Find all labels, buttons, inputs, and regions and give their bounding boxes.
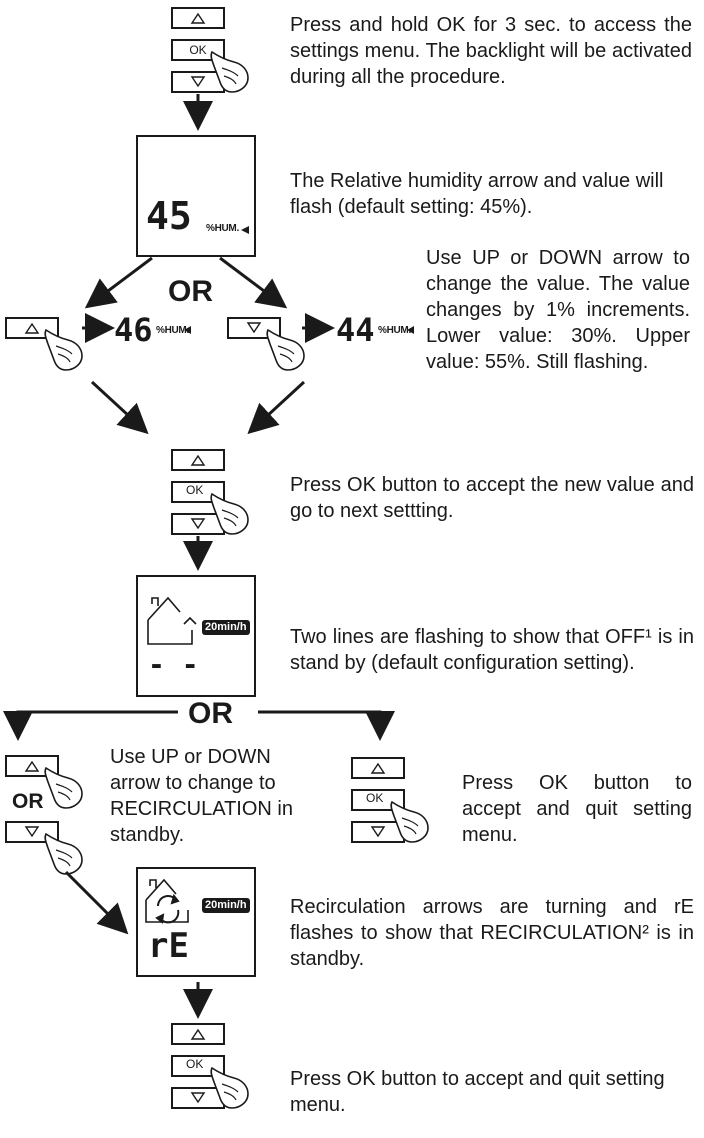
bracket-left — [3, 710, 178, 741]
step-recirc-flash: Recirculation arrows are turning and rE … — [290, 896, 694, 970]
button-column-right — [351, 757, 429, 843]
step-press-ok-quit-final: Press OK button to accept and quit setti… — [290, 1068, 665, 1116]
arrow-merge-right — [247, 380, 306, 435]
triangle-pointer-icon — [241, 226, 249, 234]
hand-icon — [44, 329, 83, 371]
button-column-2 — [171, 449, 249, 535]
humidity-value: 45 — [146, 194, 192, 238]
lcd-display-2 — [136, 575, 256, 697]
bracket-right — [258, 710, 395, 741]
hand-icon — [44, 767, 83, 809]
button-column-1: OK — [171, 7, 249, 93]
lcd-display-1 — [136, 135, 256, 257]
arrow-split-right — [219, 256, 288, 309]
ok-label-1: OK — [189, 43, 206, 57]
house-icon — [147, 596, 197, 645]
arrow-split-left — [84, 256, 153, 309]
step-use-arrows: Use UP or DOWN arrow to change the value… — [426, 247, 690, 373]
humidity-value-up: 46 — [114, 311, 153, 349]
flow-badge-recirc: 20min/h — [202, 898, 250, 913]
ok-label-2: OK — [186, 483, 204, 497]
step-press-ok-next: Press OK button to accept the new value … — [290, 474, 694, 522]
step-rh-flash: The Relative humidity arrow and value wi… — [290, 170, 664, 218]
recirculation-code: rE — [148, 926, 189, 966]
arrow-merge-left — [90, 380, 149, 435]
ok-label-4: OK — [186, 1057, 204, 1071]
flow-badge: 20min/h — [202, 620, 250, 635]
step-two-lines: Two lines are flashing to show that OFF¹… — [290, 626, 694, 674]
humidity-unit-up: %HUM. — [156, 325, 189, 336]
humidity-unit: %HUM. — [206, 223, 239, 234]
arrow-to-recirc — [64, 870, 129, 935]
humidity-value-down: 44 — [336, 311, 375, 349]
off-standby-lines: - - — [148, 648, 199, 681]
hand-icon — [44, 833, 83, 875]
ok-label-3: OK — [366, 791, 384, 805]
step-use-arrows-recirc: Use UP or DOWN arrow to change to RECIRC… — [110, 746, 293, 846]
recirculation-arrows-icon — [155, 893, 180, 924]
step-hold-ok: Press and hold OK for 3 sec. to access t… — [290, 14, 692, 88]
or-label-1: OR — [168, 275, 213, 308]
or-label-small: OR — [12, 790, 44, 813]
button-column-final — [171, 1023, 249, 1109]
step-press-ok-quit-right: Press OK button to accept and quit setti… — [462, 772, 692, 846]
humidity-unit-down: %HUM. — [378, 325, 411, 336]
hand-icon — [266, 329, 305, 371]
or-label-2: OR — [188, 697, 233, 730]
